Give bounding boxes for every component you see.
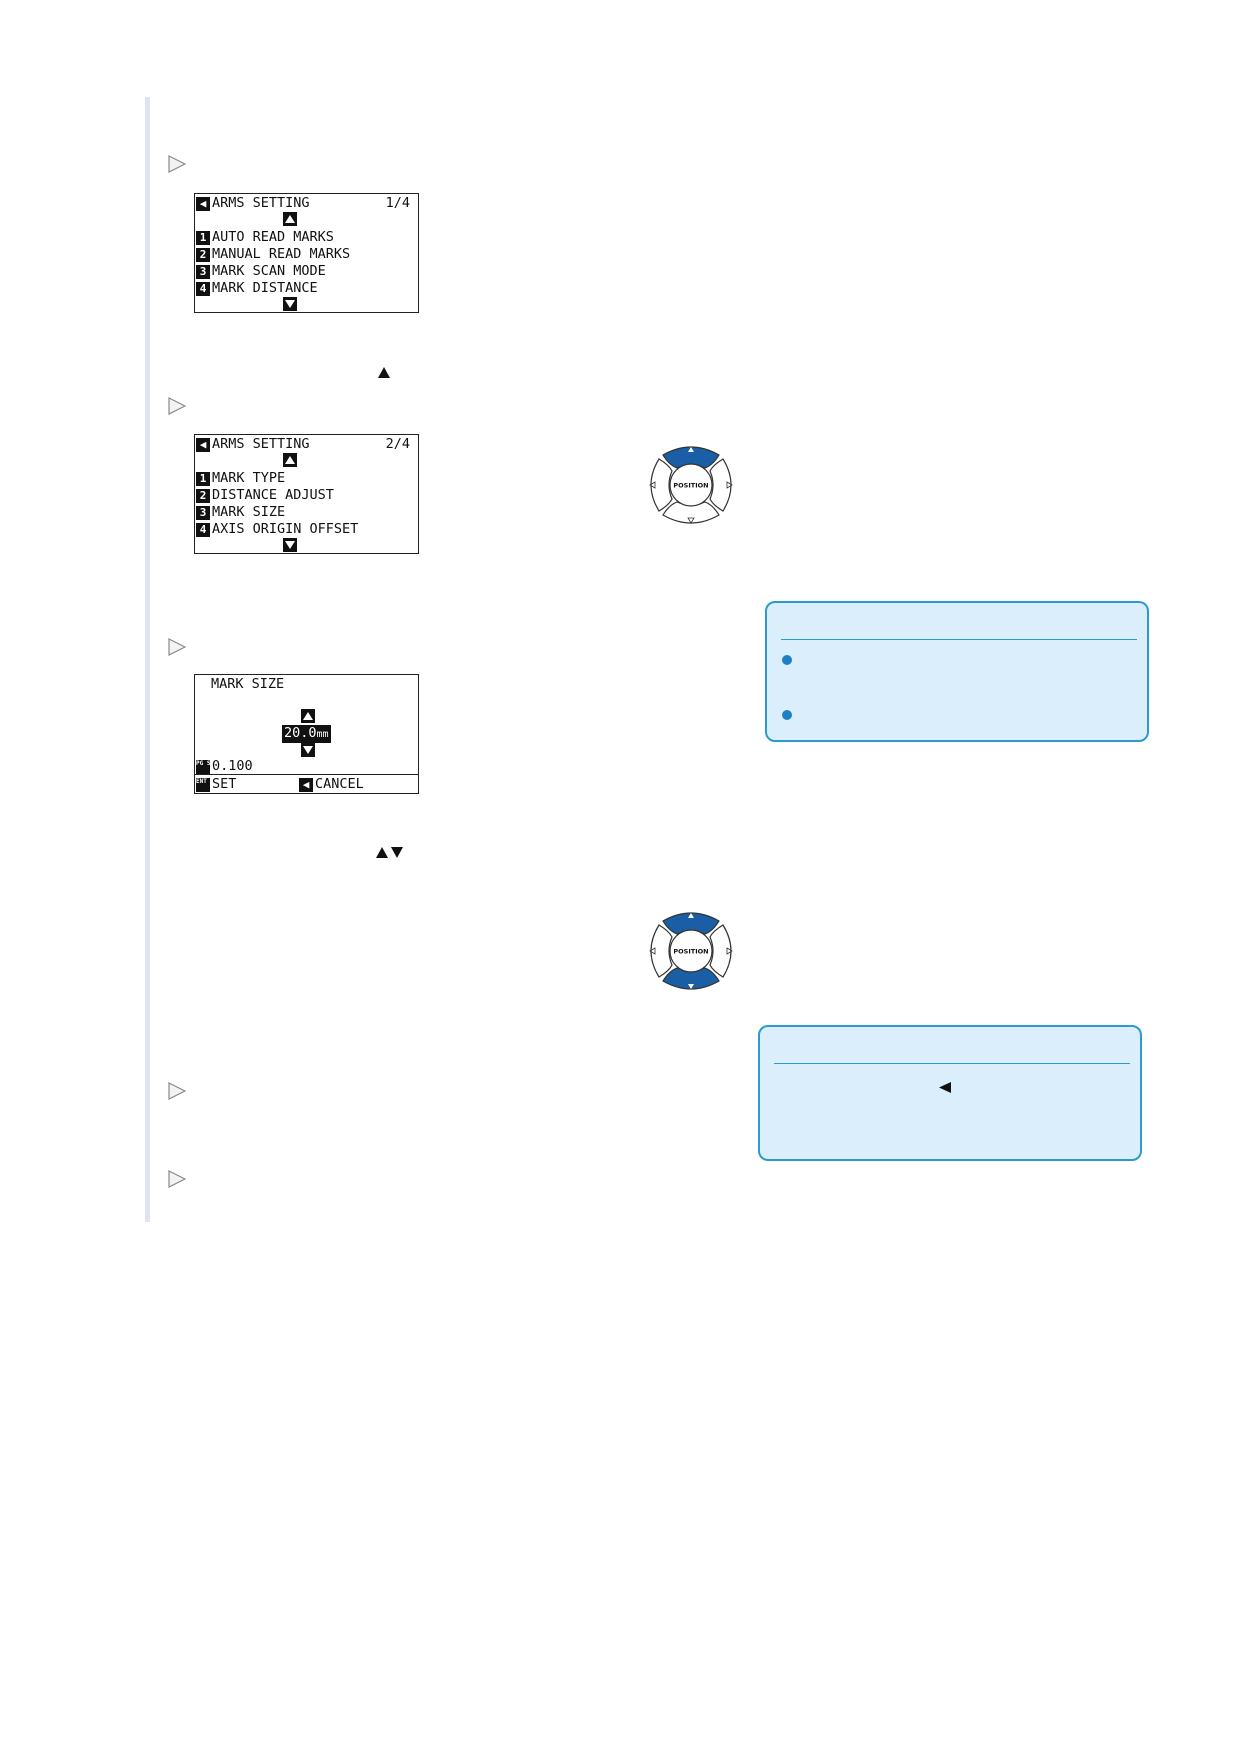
value-number: 20.0 — [284, 724, 317, 741]
page-indicator: 1/4 — [385, 195, 410, 211]
step-arrow-icon — [168, 638, 186, 656]
note-box — [758, 1025, 1142, 1161]
menu-item[interactable]: 4 MARK DISTANCE — [196, 280, 318, 297]
menu-item[interactable]: 2 MANUAL READ MARKS — [196, 246, 350, 263]
lcd-divider — [195, 774, 418, 775]
position-pad-up-down-highlighted: POSITION — [649, 912, 733, 990]
value-down-icon[interactable] — [301, 743, 315, 757]
menu-item-label: AUTO READ MARKS — [212, 229, 334, 245]
menu-item[interactable]: 3 MARK SCAN MODE — [196, 263, 326, 280]
menu-key: 1 — [196, 230, 210, 245]
note-divider — [774, 1063, 1130, 1064]
value-up-icon[interactable] — [301, 709, 315, 723]
step-row: PG ST 0.100 — [196, 758, 253, 775]
step-arrow-icon — [168, 155, 186, 173]
scroll-up-icon[interactable] — [283, 453, 297, 467]
note-box — [765, 601, 1149, 742]
menu-item-label: AXIS ORIGIN OFFSET — [212, 521, 359, 537]
pad-center-label: POSITION — [673, 948, 708, 956]
back-key-icon[interactable]: ◀ — [196, 196, 210, 211]
step-arrow-icon — [168, 1082, 186, 1100]
menu-item-label: MARK TYPE — [212, 470, 286, 486]
menu-key: 1 — [196, 471, 210, 486]
step-value: 0.100 — [212, 758, 253, 774]
menu-item-label: MARK SIZE — [212, 504, 286, 520]
pad-left-button[interactable] — [650, 458, 673, 512]
menu-item-label: DISTANCE ADJUST — [212, 487, 334, 503]
pad-center-button[interactable] — [669, 463, 713, 507]
lcd-title-row: ◀ ARMS SETTING — [196, 195, 310, 212]
scroll-down-icon[interactable] — [283, 297, 297, 311]
cancel-label: CANCEL — [315, 776, 364, 792]
page-step-key-icon[interactable]: PG ST — [196, 759, 214, 774]
note-bullet — [782, 655, 792, 665]
scroll-up-icon[interactable] — [283, 212, 297, 226]
menu-item[interactable]: 3 MARK SIZE — [196, 504, 285, 521]
lcd-title-row: MARK SIZE — [211, 676, 284, 693]
back-key-icon[interactable]: ◀ — [299, 777, 313, 792]
up-down-triangles-icon — [376, 847, 403, 858]
position-pad-up-highlighted: POSITION — [649, 446, 733, 524]
value-unit: mm — [316, 728, 329, 740]
step-arrow-icon — [168, 397, 186, 415]
menu-item[interactable]: 1 MARK TYPE — [196, 470, 285, 487]
menu-item[interactable]: 2 DISTANCE ADJUST — [196, 487, 334, 504]
lcd-title: ARMS SETTING — [212, 195, 310, 211]
step-arrow-icon — [168, 1170, 186, 1188]
note-bullet — [782, 710, 792, 720]
menu-item-label: MANUAL READ MARKS — [212, 246, 351, 262]
pad-center-label: POSITION — [673, 482, 708, 490]
lcd-title: MARK SIZE — [211, 676, 285, 692]
lcd-arms-setting-page2: ◀ ARMS SETTING 2/4 1 MARK TYPE 2 DISTANC… — [194, 434, 419, 554]
lcd-title: ARMS SETTING — [212, 436, 310, 452]
page-indicator: 2/4 — [385, 436, 410, 452]
menu-item[interactable]: 1 AUTO READ MARKS — [196, 229, 334, 246]
pad-right-button[interactable] — [709, 458, 732, 512]
section-side-rule — [145, 97, 150, 1222]
up-triangle-icon — [378, 367, 390, 378]
scroll-down-icon[interactable] — [283, 538, 297, 552]
menu-item-label: MARK DISTANCE — [212, 280, 318, 296]
pad-down-button[interactable] — [662, 967, 720, 990]
pad-down-button[interactable] — [662, 501, 720, 524]
pad-up-button[interactable] — [662, 446, 720, 469]
enter-key-icon[interactable]: ENT ER — [196, 777, 218, 792]
pad-center-button[interactable] — [669, 929, 713, 973]
cancel-row[interactable]: ◀ CANCEL — [299, 776, 364, 793]
menu-key: 2 — [196, 247, 210, 262]
lcd-mark-size: MARK SIZE 20.0mm PG ST 0.100 ENT ER SET … — [194, 674, 419, 794]
left-triangle-icon — [939, 1082, 951, 1093]
menu-item-label: MARK SCAN MODE — [212, 263, 326, 279]
pad-up-button[interactable] — [662, 912, 720, 935]
menu-key: 3 — [196, 264, 210, 279]
menu-item[interactable]: 4 AXIS ORIGIN OFFSET — [196, 521, 358, 538]
value-row[interactable]: 20.0mm — [282, 724, 331, 743]
mark-size-value[interactable]: 20.0mm — [282, 724, 331, 743]
menu-key: 2 — [196, 488, 210, 503]
menu-key: 3 — [196, 505, 210, 520]
lcd-title-row: ◀ ARMS SETTING — [196, 436, 310, 453]
pad-left-button[interactable] — [650, 924, 673, 978]
set-label: SET — [212, 776, 237, 792]
menu-key: 4 — [196, 522, 210, 537]
back-key-icon[interactable]: ◀ — [196, 437, 210, 452]
note-divider — [781, 639, 1137, 640]
lcd-arms-setting-page1: ◀ ARMS SETTING 1/4 1 AUTO READ MARKS 2 M… — [194, 193, 419, 313]
set-row[interactable]: ENT ER SET — [196, 776, 236, 793]
pad-right-button[interactable] — [709, 924, 732, 978]
menu-key: 4 — [196, 281, 210, 296]
